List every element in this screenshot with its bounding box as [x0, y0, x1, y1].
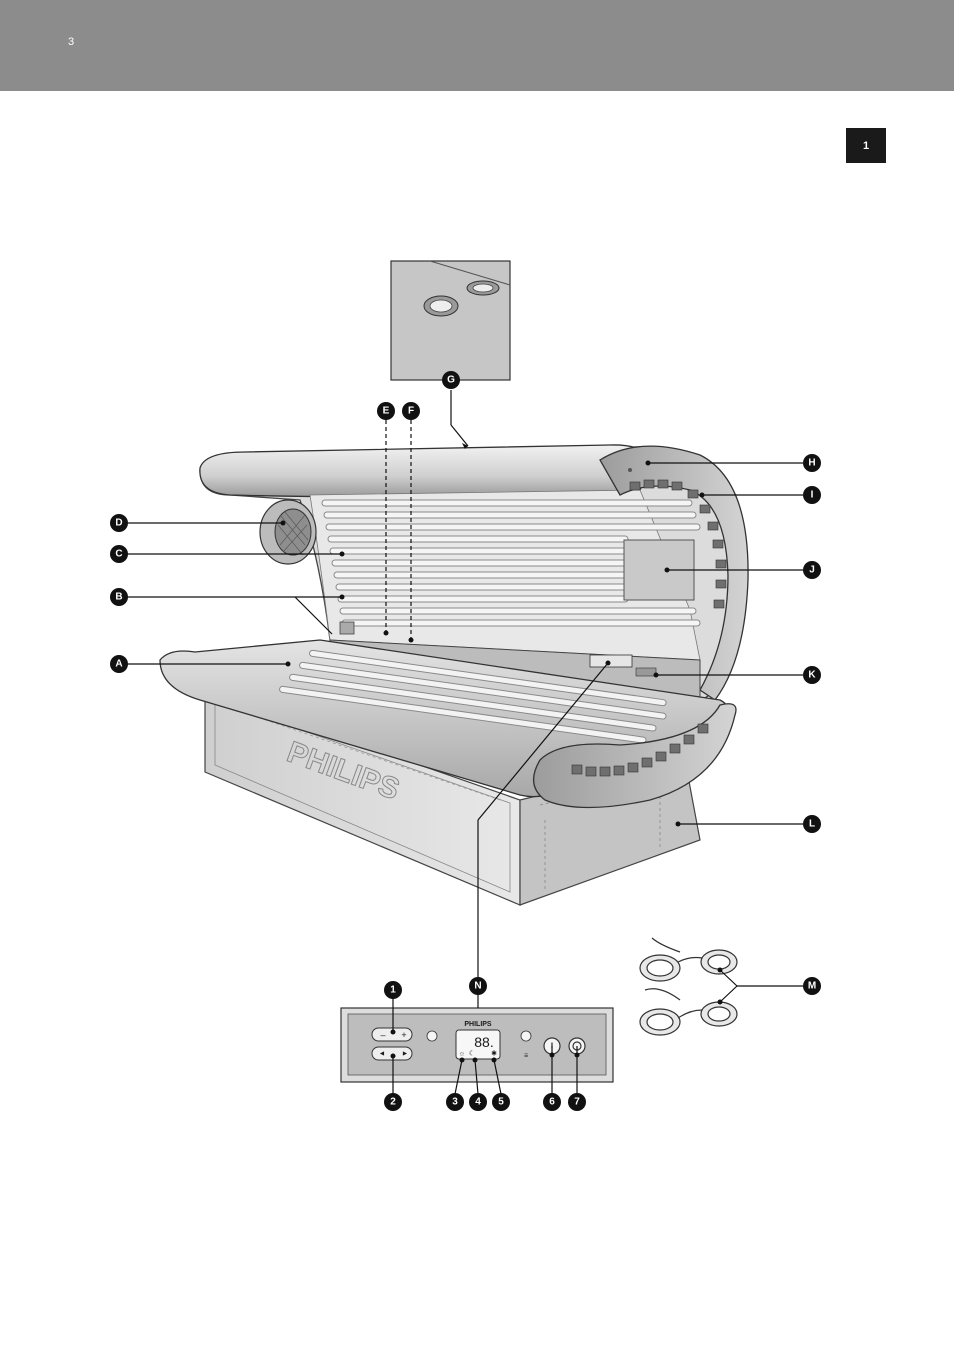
fan-icon: ✱ [491, 1050, 497, 1058]
callout-6-label: 6 [549, 1097, 555, 1108]
page-number: 3 [68, 36, 75, 48]
callout-A-label: A [115, 659, 122, 670]
lower-bed [159, 621, 737, 809]
panel-brand: PHILIPS [464, 1021, 492, 1028]
callout-4-label: 4 [475, 1097, 481, 1108]
callout-J-label: J [809, 565, 815, 576]
callout-J: J [803, 561, 821, 579]
callout-M-label: M [808, 981, 816, 992]
callout-G-label: G [447, 375, 455, 386]
goggles [639, 937, 738, 1036]
header-bar [0, 0, 954, 91]
right-arrow-icon: ► [402, 1051, 409, 1058]
callout-4: 4 [469, 1093, 487, 1111]
callout-6: 6 [543, 1093, 561, 1111]
callout-7-label: 7 [574, 1097, 580, 1108]
callout-5: 5 [492, 1093, 510, 1111]
callout-K: K [803, 666, 821, 684]
callout-L: L [803, 815, 821, 833]
callout-1-label: 1 [390, 985, 396, 996]
bars-icon: ≡ [524, 1053, 528, 1060]
display-digits: 88. [474, 1034, 493, 1050]
indicator-light [426, 1030, 438, 1042]
callout-D: D [110, 514, 128, 532]
callout-2: 2 [384, 1093, 402, 1111]
callout-H: H [803, 454, 821, 472]
timer-display [455, 1029, 501, 1060]
callout-I-label: I [811, 490, 814, 501]
inset-detail [390, 260, 511, 381]
callout-2-label: 2 [390, 1097, 396, 1108]
callout-L-label: L [809, 819, 815, 830]
left-arrow-icon: ◄ [379, 1051, 386, 1058]
canopy [199, 444, 749, 701]
callout-M: M [803, 977, 821, 995]
callout-B-label: B [115, 592, 122, 603]
control-panel: PHILIPS – + ◄ ► 88. ☼ ☾ ✱ ≡ I [340, 1007, 614, 1083]
section-tab: 1 [846, 128, 886, 163]
callout-G: G [442, 371, 460, 389]
callout-A: A [110, 655, 128, 673]
callout-D-label: D [115, 518, 122, 529]
callout-C: C [110, 545, 128, 563]
callout-E-label: E [383, 406, 390, 417]
callout-5-label: 5 [498, 1097, 504, 1108]
callout-N-label: N [474, 981, 481, 992]
callout-H-label: H [808, 458, 815, 469]
callout-I: I [803, 486, 821, 504]
callout-3: 3 [446, 1093, 464, 1111]
callout-C-label: C [115, 549, 122, 560]
moon-icon: ☾ [469, 1050, 475, 1058]
callout-3-label: 3 [452, 1097, 458, 1108]
minus-icon: – [380, 1030, 385, 1040]
callout-7: 7 [568, 1093, 586, 1111]
sun-icon: ☼ [459, 1051, 465, 1058]
callout-1: 1 [384, 981, 402, 999]
indicator-light-2 [520, 1030, 532, 1042]
callout-F: F [402, 402, 420, 420]
plus-icon: + [401, 1030, 406, 1040]
leader-dots [280, 443, 723, 1063]
callout-F-label: F [408, 406, 414, 417]
callout-N: N [469, 977, 487, 995]
time-adjust-button[interactable] [371, 1027, 413, 1042]
callout-B: B [110, 588, 128, 606]
select-button[interactable] [371, 1046, 413, 1061]
callout-E: E [377, 402, 395, 420]
callout-K-label: K [808, 670, 816, 681]
